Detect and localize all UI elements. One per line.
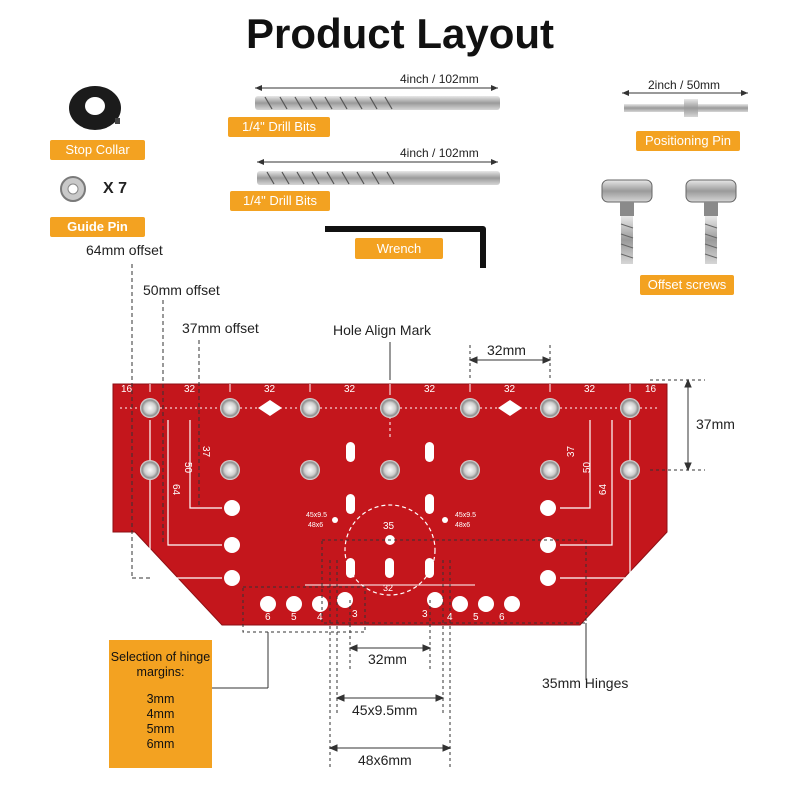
top-mark: 16 (121, 384, 133, 395)
top-mark: 32 (264, 384, 276, 395)
stop-collar-image (69, 86, 121, 130)
hinge-margins-heading: Selection of hinge margins: (110, 650, 211, 679)
offset-50-callout: 50mm offset (143, 282, 220, 298)
margin-mark: 4 (317, 612, 323, 623)
top-mark: 32 (344, 384, 356, 395)
top-mark: 16 (645, 384, 657, 395)
drill-bit-2-image (257, 159, 500, 185)
left-mark-64: 64 (170, 483, 182, 496)
margin-mark: 5 (291, 612, 297, 623)
small-mark-48-right: 48x6 (455, 522, 471, 529)
stop-collar-label: Stop Collar (50, 140, 145, 160)
drill-bit-1-length: 4inch / 102mm (400, 72, 479, 86)
margin-mark: 3 (422, 609, 428, 620)
positioning-pin-image (622, 90, 748, 117)
dimension-lines (131, 264, 705, 770)
wrench-image (325, 226, 486, 268)
positioning-pin-label: Positioning Pin (636, 131, 740, 151)
height-37-callout: 37mm (696, 416, 735, 432)
wrench-label: Wrench (355, 238, 443, 259)
top-mark: 32 (504, 384, 516, 395)
hinge-margin-item: 5mm (146, 722, 175, 736)
margin-mark: 6 (265, 612, 271, 623)
guide-pin-image (60, 176, 86, 202)
drilling-template (112, 383, 668, 626)
margin-mark: 4 (447, 612, 453, 623)
hinge-margins-box: Selection of hinge margins: 3mm 4mm 5mm … (109, 640, 212, 768)
small-mark-48-left: 48x6 (308, 522, 324, 529)
center-mark-32: 32 (383, 583, 394, 593)
hinge-margin-item: 6mm (146, 737, 175, 751)
hinge-45-callout: 45x9.5mm (352, 702, 418, 718)
right-mark-64: 64 (598, 483, 610, 496)
offset-64-callout: 64mm offset (86, 242, 163, 258)
margin-mark: 5 (473, 612, 479, 623)
positioning-pin-length: 2inch / 50mm (648, 78, 721, 92)
guide-pin-quantity: X 7 (103, 180, 128, 197)
small-mark-45-left: 45x9.5 (306, 512, 328, 519)
hinge-48-callout: 48x6mm (358, 752, 412, 768)
small-mark-45-right: 45x9.5 (455, 512, 477, 519)
right-mark-50: 50 (582, 461, 594, 474)
page-title: Product Layout (245, 10, 554, 57)
offset-screws-label: Offset screws (640, 275, 734, 295)
hinge-margin-item: 4mm (146, 707, 175, 721)
center-mark-35: 35 (383, 521, 395, 532)
right-mark-37: 37 (566, 445, 578, 458)
guide-pin-label: Guide Pin (50, 217, 145, 237)
hinges-35-callout: 35mm Hinges (542, 675, 629, 691)
margin-mark: 3 (352, 609, 358, 620)
top-mark: 32 (184, 384, 196, 395)
drill-bit-1-label: 1/4" Drill Bits (228, 117, 330, 137)
drill-bit-2-length: 4inch / 102mm (400, 146, 479, 160)
offset-37-callout: 37mm offset (182, 320, 259, 336)
hinge-32-callout: 32mm (368, 651, 407, 667)
left-mark-50: 50 (182, 461, 194, 474)
spacing-32-callout: 32mm (487, 342, 526, 358)
drill-bit-2-label: 1/4" Drill Bits (230, 191, 330, 211)
margin-mark: 6 (499, 612, 505, 623)
offset-screw-2-image (685, 179, 737, 264)
offset-screw-1-image (601, 179, 653, 264)
drill-bit-1-image (255, 85, 500, 110)
left-mark-37: 37 (200, 445, 212, 458)
top-mark: 32 (584, 384, 596, 395)
top-mark: 32 (424, 384, 436, 395)
hole-align-callout: Hole Align Mark (333, 322, 432, 338)
hinge-margin-item: 3mm (146, 692, 175, 706)
